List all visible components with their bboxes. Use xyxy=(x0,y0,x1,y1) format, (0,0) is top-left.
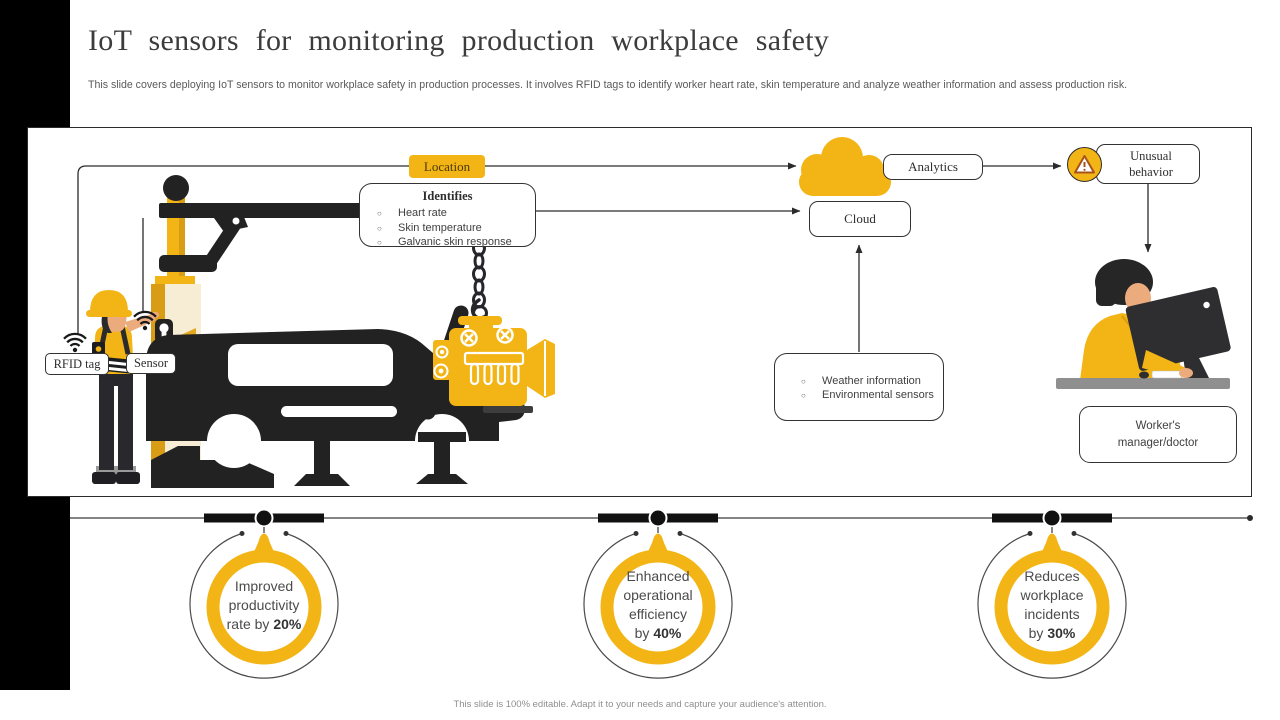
cloud-box: Cloud xyxy=(809,201,911,237)
stat-lines: Enhanced operational efficiency xyxy=(623,568,693,622)
stat-marker xyxy=(583,508,733,679)
diagram-panel: Location Identifies Heart rate Skin temp… xyxy=(27,127,1252,497)
diagram-artwork xyxy=(62,137,1231,488)
stat-operational-efficiency: Enhanced operational efficiency by 40% xyxy=(592,555,724,655)
stat-value: 20% xyxy=(273,615,302,632)
hard-hat xyxy=(90,290,128,312)
connector-lines xyxy=(77,162,1152,352)
stat-value: 30% xyxy=(1047,625,1076,641)
manager-box: Worker's manager/doctor xyxy=(1079,406,1237,463)
cloud-icon xyxy=(799,137,891,196)
stat-value: 40% xyxy=(653,625,682,641)
stat-workplace-incidents: Reduces workplace incidents by 30% xyxy=(986,555,1118,655)
stats-timeline-artwork xyxy=(70,508,1253,679)
stat-last-line: by 30% xyxy=(1029,624,1076,643)
list-item: Environmental sensors xyxy=(801,388,934,403)
weather-box: Weather information Environmental sensor… xyxy=(774,353,944,421)
stat-improved-productivity: Improved productivity rate by 20% xyxy=(198,555,330,655)
stat-last-plain: by xyxy=(634,625,650,641)
page-title: IoT sensors for monitoring production wo… xyxy=(88,24,830,57)
rfid-tag-label-text: RFID tag xyxy=(53,356,101,371)
timeline-end-dot xyxy=(1247,515,1253,521)
list-item: Heart rate xyxy=(377,206,535,221)
sensor-label: Sensor xyxy=(126,353,176,374)
footer-note: This slide is 100% editable. Adapt it to… xyxy=(453,699,827,710)
stat-last-line: rate by 20% xyxy=(227,615,302,634)
stat-marker xyxy=(189,508,339,679)
location-label-text: Location xyxy=(423,158,471,174)
stat-last-line: by 40% xyxy=(635,624,682,643)
list-item: Weather information xyxy=(801,374,934,388)
stat-marker xyxy=(977,508,1127,679)
manager-box-text: Worker's manager/doctor xyxy=(1117,419,1199,449)
cloud-box-text: Cloud xyxy=(844,211,876,226)
stat-last-plain: by xyxy=(1028,625,1044,641)
unusual-behavior-text: Unusual behavior xyxy=(1129,148,1173,179)
list-item: Skin temperature xyxy=(377,221,535,235)
list-item: Galvanic skin response xyxy=(377,235,535,250)
sensor-label-text: Sensor xyxy=(133,356,169,370)
identifies-title: Identifies xyxy=(422,189,473,203)
stat-lines: Improved productivity xyxy=(228,577,300,613)
unusual-behavior-box: Unusual behavior xyxy=(1096,144,1200,184)
analytics-box-text: Analytics xyxy=(908,159,958,174)
page-subtitle: This slide covers deploying IoT sensors … xyxy=(88,79,1128,91)
location-label: Location xyxy=(409,155,485,178)
monitor-icon xyxy=(1125,287,1231,371)
analytics-box: Analytics xyxy=(883,154,983,180)
rfid-tag-label: RFID tag xyxy=(45,353,109,375)
warning-icon xyxy=(1074,155,1095,174)
identifies-list: Heart rate Skin temperature Galvanic ski… xyxy=(360,206,535,250)
stat-lines: Reduces workplace incidents xyxy=(1020,568,1084,622)
manager-illustration xyxy=(1056,259,1231,389)
stat-last-plain: rate by xyxy=(226,615,270,632)
engine-hoist-illustration xyxy=(433,239,555,413)
weather-list: Weather information Environmental sensor… xyxy=(784,374,934,403)
worker-illustration xyxy=(62,290,159,484)
identifies-box: Identifies Heart rate Skin temperature G… xyxy=(359,183,536,250)
warning-badge xyxy=(1067,147,1102,182)
